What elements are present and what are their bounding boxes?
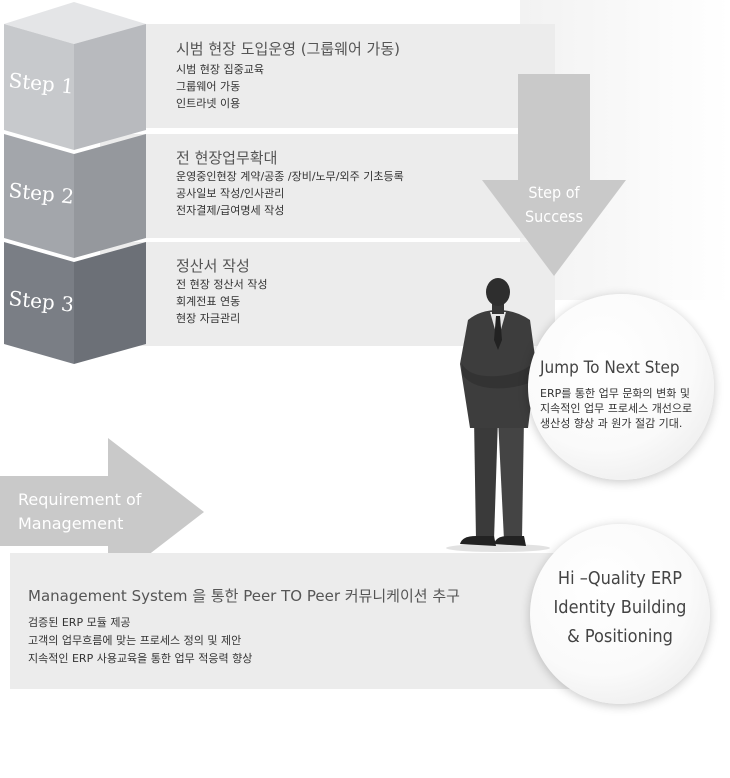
step-2-line: 운영중인현장 계약/공종 /장비/노무/외주 기초등록: [176, 170, 404, 183]
success-arrow-line2: Success: [525, 207, 583, 226]
step-3-line: 현장 자금관리: [176, 312, 241, 325]
management-panel: [10, 553, 570, 689]
management-line: 검증된 ERP 모듈 제공: [28, 616, 131, 629]
step-2-line: 공사일보 작성/인사관리: [176, 187, 285, 200]
step-1-panel: [100, 24, 555, 128]
businessman-silhouette: [446, 278, 550, 552]
step-1-title: 시범 현장 도입운영 (그룹웨어 가동): [176, 40, 400, 58]
quality-circle: [530, 524, 710, 704]
success-arrow-line1: Step of: [528, 183, 580, 202]
step-2-title: 전 현장업무확대: [176, 149, 278, 167]
management-line: 지속적인 ERP 사용교육을 통한 업무 적응력 향상: [28, 652, 253, 665]
step-1-line: 인트라넷 이용: [176, 97, 241, 110]
step-1-block-left: [4, 24, 74, 150]
step-3-line: 전 현장 정산서 작성: [176, 278, 268, 291]
step-3-line: 회계전표 연동: [176, 295, 241, 308]
jump-line: 생산성 향상 과 원가 절감 기대.: [540, 417, 683, 430]
quality-line: & Positioning: [567, 626, 673, 647]
jump-line: ERP를 통한 업무 문화의 변화 및: [540, 387, 691, 400]
step-2-block-right: [74, 134, 146, 258]
jump-line: 지속적인 업무 프로세스 개선으로: [540, 402, 693, 415]
step-3-block-right: [74, 242, 146, 364]
step-block-stack: [4, 2, 146, 364]
step-3-title: 정산서 작성: [176, 257, 250, 275]
step-1-line: 시범 현장 집중교육: [176, 63, 264, 76]
down-arrow: [482, 74, 626, 276]
step-2-panel: [100, 134, 555, 238]
step-2-line: 전자결제/급여명세 작성: [176, 204, 285, 217]
step-1-block-right: [74, 24, 146, 150]
management-line: 고객의 업무흐름에 맞는 프로세스 정의 및 제안: [28, 634, 242, 647]
jump-text: ERP를 통한 업무 문화의 변화 및 지속적인 업무 프로세스 개선으로 생산…: [540, 386, 692, 431]
quality-text: Hi –Quality ERP Identity Building & Posi…: [530, 564, 710, 651]
quality-line: Hi –Quality ERP: [557, 568, 683, 589]
step-3-block-left: [4, 242, 74, 364]
success-arrow-text: Step of Success: [500, 181, 608, 229]
jump-title: Jump To Next Step: [540, 358, 680, 378]
step-2-block-left: [4, 134, 74, 258]
step-1-line: 그룹웨어 가동: [176, 80, 241, 93]
right-arrow: [0, 438, 204, 586]
quality-line: Identity Building: [553, 597, 687, 618]
jump-circle: [528, 294, 714, 480]
management-title: Management System 을 통한 Peer TO Peer 커뮤니케…: [28, 587, 460, 605]
requirement-line2: Management: [18, 514, 124, 533]
requirement-line1: Requirement of: [18, 490, 142, 509]
block-top-face: [4, 2, 146, 44]
requirement-text: Requirement of Management: [18, 488, 141, 536]
